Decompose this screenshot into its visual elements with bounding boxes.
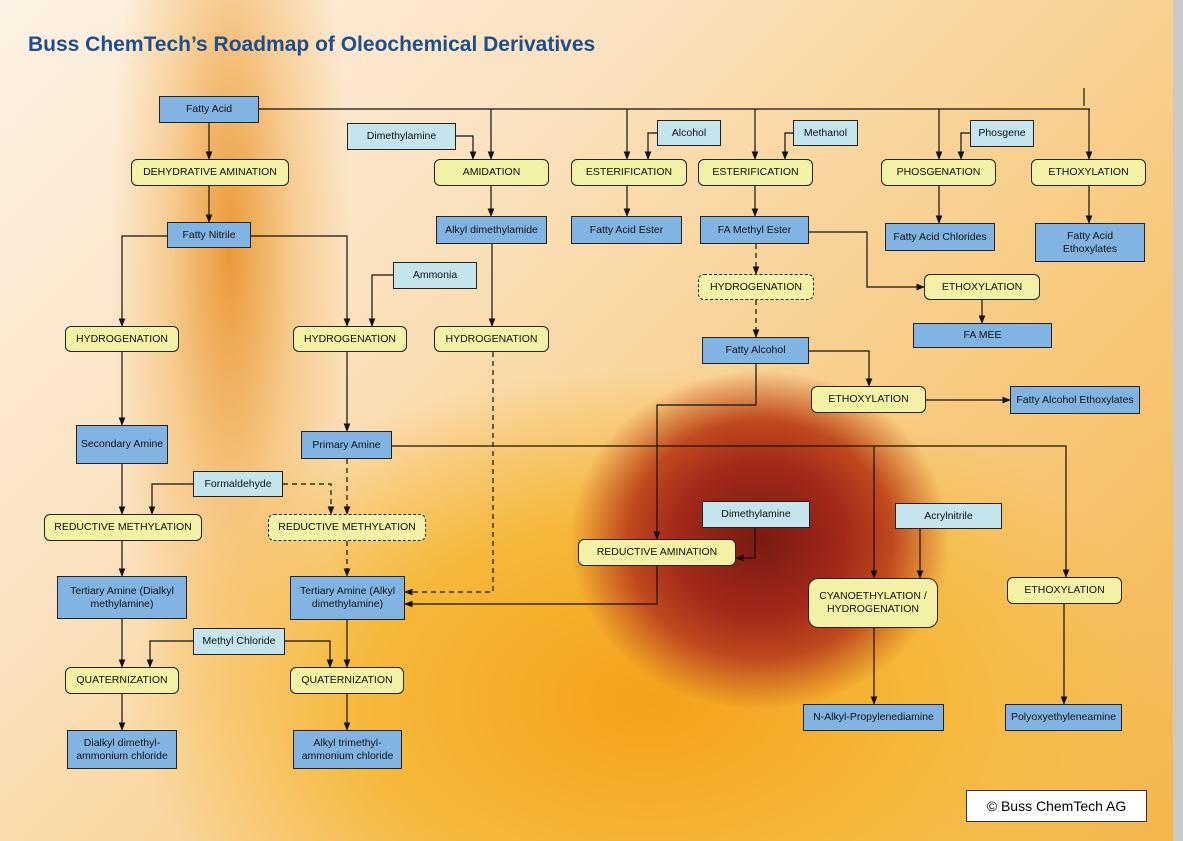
node-hydrogenation-3: HYDROGENATION (434, 326, 549, 352)
node-acrylnitrile: Acrylnitrile (895, 503, 1002, 529)
node-dialkyl-quat: Dialkyl dimethyl-ammonium chloride (67, 730, 177, 769)
node-reductive-methylation-2: REDUCTIVE METHYLATION (268, 514, 426, 541)
node-fa-mee: FA MEE (913, 323, 1052, 348)
node-primary-amine: Primary Amine (301, 431, 392, 459)
node-quaternization-1: QUATERNIZATION (65, 667, 179, 694)
node-phosgenation: PHOSGENATION (881, 159, 996, 186)
node-dimethylamine-bottom: Dimethylamine (702, 501, 810, 528)
node-esterification-1: ESTERIFICATION (571, 159, 687, 186)
node-secondary-amine: Secondary Amine (76, 425, 168, 464)
node-n-alkyl-propylenediamine: N-Alkyl-Propylenediamine (803, 704, 944, 731)
node-ethoxylation-3: ETHOXYLATION (811, 386, 926, 413)
node-ethoxylation-2: ETHOXYLATION (924, 274, 1040, 300)
node-fatty-alcohol-ethoxylates: Fatty Alcohol Ethoxylates (1010, 386, 1140, 414)
node-fatty-alcohol: Fatty Alcohol (702, 337, 809, 364)
copyright-notice: © Buss ChemTech AG (966, 790, 1147, 822)
node-phosgene: Phosgene (970, 120, 1034, 147)
node-fatty-nitrile: Fatty Nitrile (167, 222, 251, 248)
node-amidation: AMIDATION (434, 159, 549, 186)
node-methyl-chloride: Methyl Chloride (193, 628, 285, 655)
node-tertiary-amine-dialkyl: Tertiary Amine (Dialkyl methylamine) (57, 576, 187, 619)
node-quaternization-2: QUATERNIZATION (290, 667, 404, 694)
node-reductive-methylation-1: REDUCTIVE METHYLATION (44, 514, 202, 541)
node-fatty-acid-ethoxylates: Fatty Acid Ethoxylates (1035, 223, 1145, 262)
node-fatty-acid-ester: Fatty Acid Ester (571, 216, 682, 244)
node-fatty-acid-chlorides: Fatty Acid Chlorides (885, 223, 995, 251)
node-fatty-acid: Fatty Acid (159, 96, 259, 123)
node-reductive-amination: REDUCTIVE AMINATION (578, 539, 736, 566)
node-ammonia: Ammonia (393, 262, 477, 289)
node-alkyl-dimethylamide: Alkyl dimethylamide (436, 216, 547, 244)
node-esterification-2: ESTERIFICATION (698, 159, 813, 186)
node-cyanoethylation-hydrogenation: CYANOETHYLATION / HYDROGENATION (808, 578, 938, 628)
node-hydrogenation-1: HYDROGENATION (65, 326, 179, 352)
node-alcohol: Alcohol (657, 120, 721, 146)
node-formaldehyde: Formaldehyde (193, 471, 283, 497)
node-ethoxylation-1: ETHOXYLATION (1031, 159, 1146, 186)
page-title: Buss ChemTech’s Roadmap of Oleochemical … (28, 33, 596, 56)
node-dehydrative-amination: DEHYDRATIVE AMINATION (131, 159, 289, 186)
node-hydrogenation-4: HYDROGENATION (698, 274, 814, 300)
node-hydrogenation-2: HYDROGENATION (293, 326, 407, 352)
node-ethoxylation-4: ETHOXYLATION (1007, 577, 1122, 604)
node-alkyl-quat: Alkyl trimethyl-ammonium chloride (293, 730, 402, 769)
node-fa-methyl-ester: FA Methyl Ester (700, 216, 809, 244)
node-tertiary-amine-alkyl: Tertiary Amine (Alkyl dimethylamine) (290, 576, 405, 620)
node-dimethylamine-top: Dimethylamine (347, 123, 456, 150)
node-methanol: Methanol (793, 120, 858, 146)
node-polyoxyethyleneamine: Polyoxyethyleneamine (1005, 704, 1122, 731)
